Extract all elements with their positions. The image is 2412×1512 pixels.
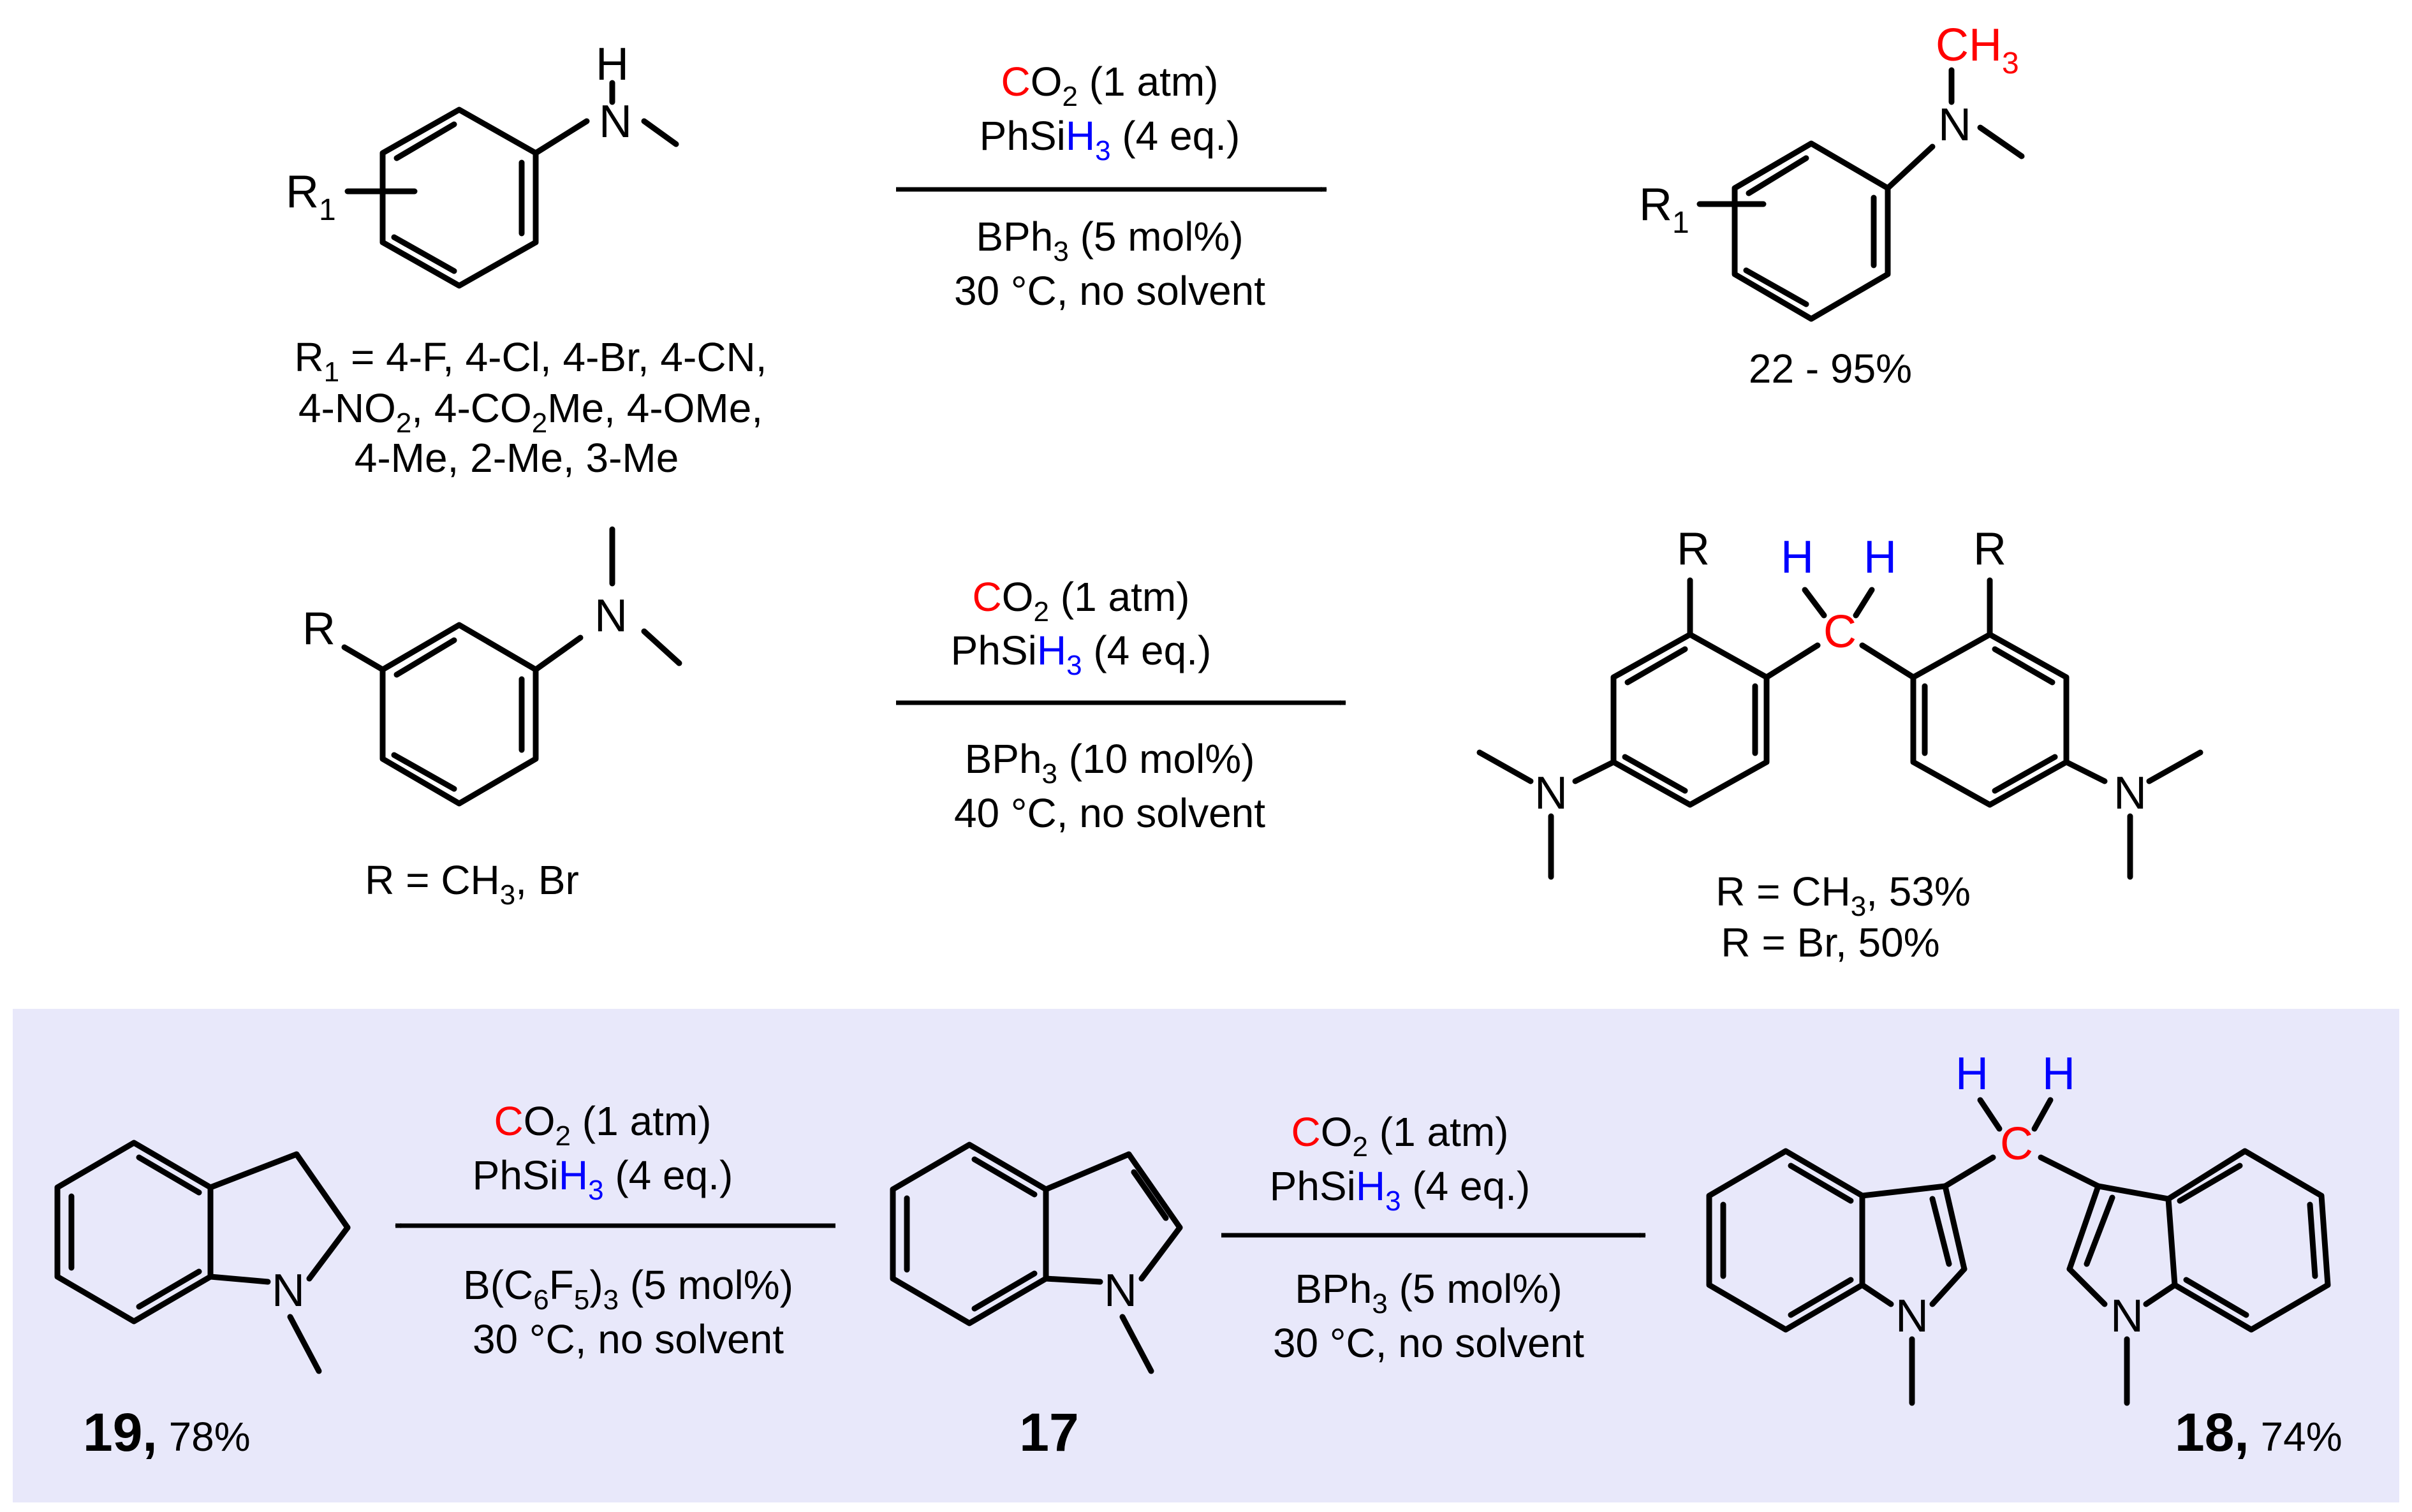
reactant-substituent-line-3: 4-Me, 2-Me, 3-Me — [355, 435, 679, 481]
svg-text:30 °C, no solvent: 30 °C, no solvent — [954, 268, 1265, 314]
conditions-reaction-1: CO2 (1 atm) PhSiH3 (4 eq.) BPh3 (5 mol%)… — [954, 59, 1265, 314]
substituent-r-right: R — [1973, 524, 2006, 575]
methylene-hydrogen-right: H — [2042, 1048, 2075, 1099]
atom-n: N — [272, 1265, 305, 1316]
svg-text:CO2 (1 atm): CO2 (1 atm) — [1001, 59, 1219, 112]
indole-reaction-panel — [13, 1009, 2399, 1502]
svg-text:CO2 (1 atm): CO2 (1 atm) — [1291, 1109, 1509, 1163]
yield-reaction-2-bromo: R = Br, 50% — [1721, 920, 1939, 965]
methylene-hydrogen-left: H — [1955, 1048, 1989, 1099]
methylene-hydrogen-right: H — [1864, 532, 1897, 583]
svg-text:PhSiH3 (4 eq.): PhSiH3 (4 eq.) — [951, 628, 1212, 681]
svg-text:30 °C, no solvent: 30 °C, no solvent — [473, 1316, 784, 1362]
atom-n: N — [594, 591, 628, 642]
reactant-n-methylaniline: N H R1 — [286, 39, 679, 289]
atom-n-left: N — [1534, 768, 1568, 819]
svg-text:B(C6F5)3 (5 mol%): B(C6F5)3 (5 mol%) — [463, 1262, 793, 1316]
conditions-reaction-3-left: CO2 (1 atm) PhSiH3 (4 eq.) B(C6F5)3 (5 m… — [463, 1098, 793, 1362]
compound-19-structure: N — [54, 1140, 351, 1374]
atom-n-right: N — [2110, 1291, 2144, 1342]
methylene-hydrogen-left: H — [1781, 532, 1814, 583]
substituent-r: R — [302, 603, 335, 654]
atom-n-right: N — [2114, 768, 2147, 819]
atom-n: N — [1104, 1265, 1137, 1316]
reactant-substituent-line-1: R1 = 4-F, 4-Cl, 4-Br, 4-CN, — [294, 334, 767, 388]
reactant-3-substituted-n-n-dimethylaniline: N R — [302, 526, 682, 807]
compound-17-label: 17 — [1019, 1402, 1078, 1462]
reactant-substituent-line-2: 4-NO2, 4-CO2Me, 4-OMe, — [298, 385, 763, 439]
substituent-r1: R1 — [1639, 179, 1689, 240]
compound-17-structure: N — [890, 1141, 1183, 1374]
reactant-substituent-r: R = CH3, Br — [365, 857, 579, 911]
product-diarylmethane: C H H R R N N — [1476, 524, 2203, 880]
svg-text:CO2 (1 atm): CO2 (1 atm) — [494, 1098, 712, 1152]
methylene-carbon: C — [1823, 606, 1857, 657]
yield-reaction-1: 22 - 95% — [1749, 346, 1912, 392]
svg-text:PhSiH3 (4 eq.): PhSiH3 (4 eq.) — [473, 1152, 733, 1206]
svg-text:BPh3 (10 mol%): BPh3 (10 mol%) — [965, 736, 1255, 789]
methyl-group: CH3 — [1936, 20, 2019, 80]
atom-n: N — [1938, 99, 1971, 150]
svg-text:40 °C, no solvent: 40 °C, no solvent — [954, 790, 1265, 836]
substituent-r1: R1 — [286, 166, 336, 227]
svg-text:30 °C, no solvent: 30 °C, no solvent — [1273, 1320, 1584, 1366]
atom-n: N — [599, 96, 632, 147]
atom-n-left: N — [1895, 1291, 1929, 1342]
svg-text:PhSiH3 (4 eq.): PhSiH3 (4 eq.) — [1270, 1163, 1531, 1217]
atom-h: H — [596, 39, 629, 90]
substituent-r-left: R — [1677, 524, 1710, 575]
compound-19-label: 19, 78% — [83, 1402, 251, 1462]
compound-18-structure: C H H N N — [1706, 1048, 2331, 1406]
svg-text:CO2 (1 atm): CO2 (1 atm) — [973, 574, 1190, 628]
yield-reaction-2-methyl: R = CH3, 53% — [1716, 869, 1971, 922]
svg-text:BPh3 (5 mol%): BPh3 (5 mol%) — [976, 214, 1243, 267]
product-n-n-dimethylaniline: N CH3 R1 — [1639, 20, 2025, 322]
svg-text:BPh3 (5 mol%): BPh3 (5 mol%) — [1295, 1266, 1562, 1319]
compound-18-label: 18, 74% — [2175, 1402, 2342, 1462]
methylene-carbon: C — [2000, 1119, 2033, 1170]
conditions-reaction-2: CO2 (1 atm) PhSiH3 (4 eq.) BPh3 (10 mol%… — [951, 574, 1266, 836]
conditions-reaction-3-right: CO2 (1 atm) PhSiH3 (4 eq.) BPh3 (5 mol%)… — [1270, 1109, 1585, 1366]
svg-text:PhSiH3 (4 eq.): PhSiH3 (4 eq.) — [980, 113, 1240, 166]
